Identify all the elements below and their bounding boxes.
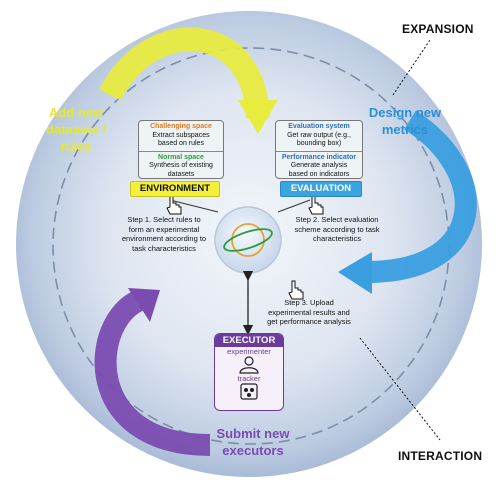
hand-pointer-icon [166, 195, 182, 215]
step1-line: Step 1. Select rules to [127, 215, 201, 224]
hand-pointer-icon [308, 195, 324, 215]
center-core [214, 206, 282, 274]
interaction-label: INTERACTION [398, 449, 483, 463]
experimenter-label: experimenter [227, 347, 271, 356]
evaluation-system-title: Evaluation system [288, 123, 350, 130]
design-metrics-label: Design new metrics [360, 104, 450, 138]
evaluation-tag: EVALUATION [280, 181, 362, 197]
challenging-space-text: based on rules [158, 140, 204, 147]
step3-line: get performance analysis [267, 317, 351, 326]
purple-arrow-head [128, 288, 160, 322]
evaluation-system-text: bounding box) [296, 140, 342, 147]
step1-line: environment according to [121, 234, 207, 243]
normal-space-text: datasets [167, 170, 195, 178]
normal-space-section: Normal space Synthesis of existing datas… [139, 150, 223, 179]
step3-text: Step 3. Upload experimental results and … [253, 298, 365, 327]
tracker-icon [240, 383, 258, 400]
challenging-space-section: Challenging space Extract subspaces base… [139, 121, 223, 151]
evaluation-system-text: Get raw output (e.g., [287, 131, 351, 139]
step1-text: Step 1. Select rules to form an experime… [112, 215, 216, 253]
environment-box: Challenging space Extract subspaces base… [138, 120, 224, 179]
add-datasets-line: Add new [48, 105, 104, 120]
performance-indicator-section: Performance indicator Generate analysis … [276, 150, 362, 179]
blue-feedback-arrow [369, 110, 477, 283]
evaluation-box: Evaluation system Get raw output (e.g., … [275, 120, 363, 179]
performance-indicator-text: Generate analysis [290, 162, 348, 169]
evaluation-system-section: Evaluation system Get raw output (e.g., … [276, 121, 362, 151]
add-datasets-line: datasets / [46, 122, 106, 137]
env-connector [169, 199, 219, 213]
expansion-pointer-line [392, 39, 431, 96]
step1-line: task characteristics [132, 243, 196, 253]
eval-connector [277, 199, 311, 213]
step3-line: experimental results and [268, 307, 350, 317]
person-icon [239, 356, 259, 374]
step3-line: Step 3. Upload [284, 298, 334, 307]
purple-feedback-arrow [94, 289, 211, 456]
environment-tag: ENVIRONMENT [130, 181, 220, 197]
step1-line: form an experimental [128, 224, 200, 234]
step2-text: Step 2. Select evaluation scheme accordi… [287, 215, 387, 244]
performance-indicator-title: Performance indicator [281, 153, 357, 161]
design-metrics-line: metrics [381, 122, 429, 137]
challenging-space-title: Challenging space [150, 123, 212, 130]
executor-box: EXECUTOR experimenter tracker [214, 333, 284, 411]
planet-icon [223, 223, 273, 257]
performance-indicator-text: based on indicators [288, 170, 350, 178]
blue-arrow-head [338, 252, 372, 294]
challenging-space-text: Extract subspaces [152, 131, 210, 139]
interaction-pointer-line [359, 337, 441, 441]
hand-pointer-icon [288, 280, 304, 300]
yellow-arrow-head [238, 100, 278, 134]
add-datasets-line: rules [60, 139, 92, 154]
design-metrics-line: Design new [368, 105, 442, 120]
yellow-feedback-arrow [99, 27, 270, 119]
submit-executors-label: Submit new executors [210, 425, 296, 459]
submit-executors-line: Submit new [216, 426, 290, 441]
executor-title: EXECUTOR [215, 334, 283, 347]
normal-space-text: Synthesis of existing [149, 162, 213, 169]
submit-executors-line: executors [222, 443, 284, 458]
step2-line: scheme according to task [294, 224, 380, 234]
add-datasets-label: Add new datasets / rules [36, 104, 116, 155]
normal-space-title: Normal space [158, 153, 204, 161]
expansion-label: EXPANSION [402, 22, 474, 36]
tracker-label: tracker [237, 374, 261, 383]
step2-line: Step 2. Select evaluation [295, 215, 379, 224]
step2-line: characteristics [313, 234, 361, 243]
